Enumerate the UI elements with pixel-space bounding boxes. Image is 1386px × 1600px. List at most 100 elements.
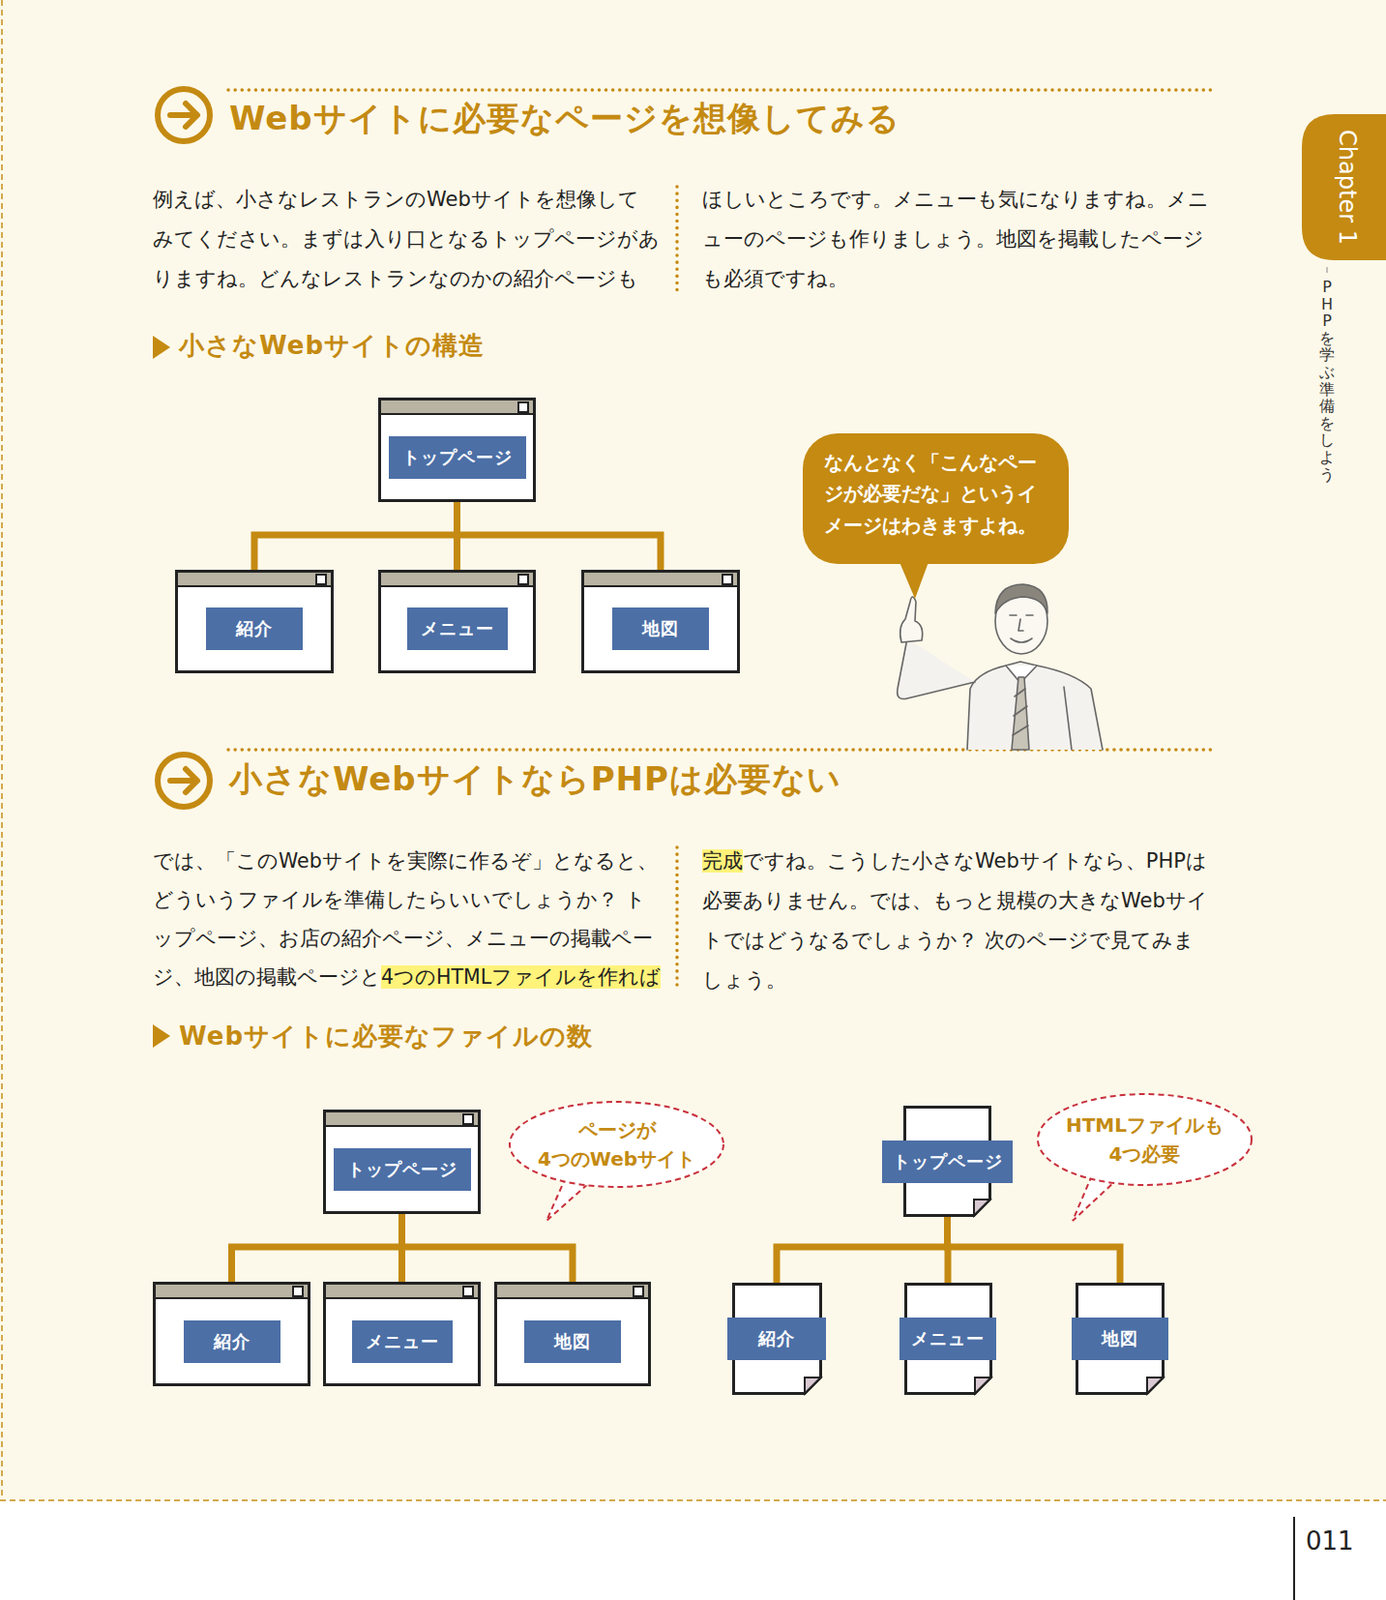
window-button — [292, 1285, 304, 1298]
title-bar — [381, 400, 533, 415]
page-ground — [0, 0, 1386, 1501]
window-body: メニュー — [325, 1298, 478, 1384]
window-button — [632, 1285, 645, 1298]
thought-cloud: HTMLファイルも 4つ必要 — [1035, 1091, 1254, 1187]
browser-window: 紹介 — [175, 569, 334, 674]
thought-cloud: ページが 4つのWebサイト — [507, 1099, 726, 1189]
paragraph-column: 完成ですね。こうした小さなWebサイトなら、PHPは必要ありません。では、もっと… — [702, 841, 1215, 1001]
folded-corner — [1147, 1377, 1164, 1394]
file-label: 紹介 — [727, 1317, 826, 1360]
window-body: トップページ — [381, 414, 533, 500]
page-border — [0, 1499, 1386, 1502]
dotted-rule — [228, 88, 1212, 92]
cloud-text: HTMLファイルも 4つ必要 — [1055, 1110, 1235, 1169]
title-bar — [325, 1112, 478, 1127]
title-bar — [177, 572, 331, 588]
window-body: 地図 — [497, 1298, 649, 1384]
browser-window: 地図 — [494, 1281, 651, 1386]
title-bar — [584, 572, 738, 588]
file-label: 地図 — [1071, 1317, 1169, 1360]
tab-rule — [1327, 266, 1328, 273]
window-button — [462, 1285, 474, 1298]
folded-corner — [804, 1377, 822, 1394]
section-heading: 小さなWebサイトならPHPは必要ない — [229, 757, 842, 802]
browser-window: メニュー — [378, 569, 536, 674]
title-bar — [155, 1284, 308, 1299]
page-label: 紹介 — [206, 607, 303, 650]
bubble-tail-shape — [899, 561, 929, 599]
folded-corner — [974, 1377, 992, 1394]
file-label: メニュー — [899, 1317, 997, 1360]
arrow-icon — [157, 754, 210, 807]
browser-window: メニュー — [323, 1281, 481, 1386]
window-button — [315, 573, 327, 586]
tree-connector — [947, 1216, 1121, 1283]
cloud-ellipse — [509, 1101, 724, 1187]
page-label: トップページ — [388, 436, 527, 479]
page-label: メニュー — [407, 607, 508, 650]
chapter-label: Chapter 1 — [1327, 114, 1367, 261]
cloud-outline — [507, 1099, 726, 1189]
tree-connector — [776, 1216, 948, 1283]
window-body: 紹介 — [155, 1298, 308, 1384]
presenter-illustration — [897, 584, 1103, 750]
page-border — [0, 0, 3, 1501]
browser-window: トップページ — [378, 397, 536, 502]
page-label: 紹介 — [183, 1320, 281, 1363]
sub-heading: 小さなWebサイトの構造 — [178, 328, 485, 363]
browser-window: トップページ — [323, 1109, 481, 1214]
window-button — [517, 573, 530, 586]
title-bar — [325, 1284, 478, 1299]
window-body: 紹介 — [177, 587, 331, 671]
page-number-rule — [1293, 1516, 1296, 1600]
body-text: ほしいところです。メニューも気になりますね。メニューのページも作りましょう。地図… — [702, 187, 1210, 291]
folded-corner — [973, 1199, 991, 1216]
html-file: 地図 — [1071, 1282, 1169, 1395]
tree-connector — [254, 501, 458, 570]
column-divider — [675, 186, 679, 296]
paragraph-column: 例えば、小さなレストランのWebサイトを想像してみてください。まずは入り口となる… — [152, 179, 660, 299]
arrow-icon — [157, 88, 210, 142]
window-button — [721, 573, 734, 586]
browser-window: 紹介 — [152, 1281, 311, 1386]
highlighted-text: 完成 — [702, 849, 743, 873]
bullet-triangle — [152, 335, 171, 359]
body-text: ですね。こうした小さなWebサイトなら、PHPは必要ありません。では、もっと規模… — [702, 849, 1209, 992]
title-bar — [497, 1284, 649, 1299]
html-file: トップページ — [882, 1105, 1013, 1217]
html-file: 紹介 — [727, 1282, 826, 1395]
page-number: 011 — [1305, 1526, 1355, 1556]
page-label: 地図 — [524, 1320, 621, 1363]
html-file: メニュー — [899, 1282, 997, 1395]
cloud-outline — [1035, 1091, 1254, 1187]
browser-window: 地図 — [581, 569, 740, 674]
window-body: 地図 — [584, 587, 738, 671]
section-heading: Webサイトに必要なページを想像してみる — [229, 96, 901, 142]
bubble-text: なんとなく「こんなページが必要だな」というイメージはわきますよね。 — [824, 446, 1048, 541]
page-label: 地図 — [612, 607, 709, 650]
page-label: トップページ — [333, 1148, 472, 1191]
window-button — [462, 1113, 474, 1125]
chapter-tab — [1301, 114, 1386, 261]
speech-bubble: なんとなく「こんなページが必要だな」というイメージはわきますよね。 — [802, 433, 1069, 564]
chapter-title-vertical: PHPを学ぶ準備をしよう — [1319, 278, 1335, 483]
page-label: メニュー — [352, 1320, 453, 1363]
tree-connector — [232, 1213, 403, 1282]
body-text: 例えば、小さなレストランのWebサイトを想像してみてください。まずは入り口となる… — [152, 187, 660, 291]
column-divider — [675, 847, 679, 990]
bullet-triangle — [152, 1024, 171, 1048]
window-body: トップページ — [325, 1126, 478, 1211]
title-bar — [381, 572, 533, 588]
window-body: メニュー — [381, 587, 533, 671]
paragraph-column: では、「このWebサイトを実際に作るぞ」となると、どういうファイルを準備したらい… — [152, 841, 662, 997]
paragraph-column: ほしいところです。メニューも気になりますね。メニューのページも作りましょう。地図… — [702, 179, 1215, 299]
bubble-tail — [899, 561, 929, 601]
highlighted-text: 4つのHTMLファイルを作れば — [381, 965, 661, 989]
cloud-ellipse — [1037, 1093, 1252, 1185]
cloud-text: ページが 4つのWebサイト — [527, 1115, 707, 1174]
window-button — [517, 401, 530, 413]
tree-connector — [457, 501, 662, 570]
tree-connector — [402, 1213, 574, 1282]
sub-heading: Webサイトに必要なファイルの数 — [178, 1019, 593, 1054]
